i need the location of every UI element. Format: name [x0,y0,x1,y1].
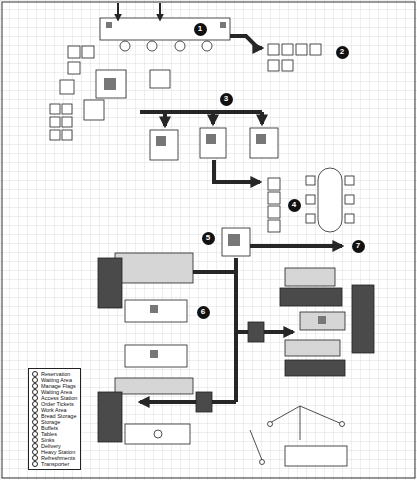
callout-number: 5 [202,232,215,245]
callout-number: 3 [220,93,233,106]
callout-text: 5 [206,234,210,242]
legend-text: Tables [41,431,57,437]
right-kitchen [280,268,374,376]
left-kitchen [98,253,193,444]
legend-text: Waiting Area [41,389,72,395]
legend-text: Reservation [41,371,70,377]
callout-number: 4 [288,199,301,212]
tables [50,46,170,140]
legend-text: Buffets [41,425,58,431]
legend-text: Manage Flags [41,383,76,389]
callout-text: 7 [356,242,360,250]
callout-text: 2 [340,48,344,56]
legend-row: Bread Storage [32,413,77,419]
counter-area [100,3,230,51]
legend-row: Transporter [32,461,77,467]
legend-box: ReservationWaiting AreaManage FlagsWaiti… [28,368,81,470]
legend-text: Sinks [41,437,54,443]
callout-text: 1 [198,25,202,33]
legend-text: Waiting Area [41,377,72,383]
legend-text: Delivery [41,443,61,449]
legend-text: Work Area [41,407,67,413]
waiting-chairs [230,36,321,71]
stations [140,112,278,160]
legend-row: Refreshments [32,455,77,461]
legend-text: Order Tickets [41,401,74,407]
callout-number: 1 [194,23,207,36]
legend-text: Refreshments [41,455,75,461]
callout-text: 4 [292,201,296,209]
callout-number: 2 [336,46,349,59]
delivery-area [250,406,347,466]
legend-row: Delivery [32,443,77,449]
callout-text: 6 [201,308,205,316]
callout-number: 6 [197,306,210,319]
legend-row: Waiting Area [32,377,77,383]
legend-row: Storage [32,419,77,425]
legend-row: Work Area [32,407,77,413]
legend-row: Waiting Area [32,389,77,395]
dining-area [214,160,354,232]
legend-row: Order Tickets [32,401,77,407]
callout-text: 3 [224,95,228,103]
callout-number: 7 [352,240,365,253]
legend-row: Manage Flags [32,383,77,389]
legend-symbol [32,461,38,467]
legend-text: Bread Storage [41,413,76,419]
legend-row: Heavy Station [32,449,77,455]
legend-text: Heavy Station [41,449,75,455]
legend-row: Sinks [32,437,77,443]
legend-text: Transporter [41,461,69,467]
legend-row: Tables [32,431,77,437]
legend-text: Storage [41,419,60,425]
legend-row: Buffets [32,425,77,431]
legend-row: Reservation [32,371,77,377]
legend-row: Access Station [32,395,77,401]
legend-text: Access Station [41,395,77,401]
